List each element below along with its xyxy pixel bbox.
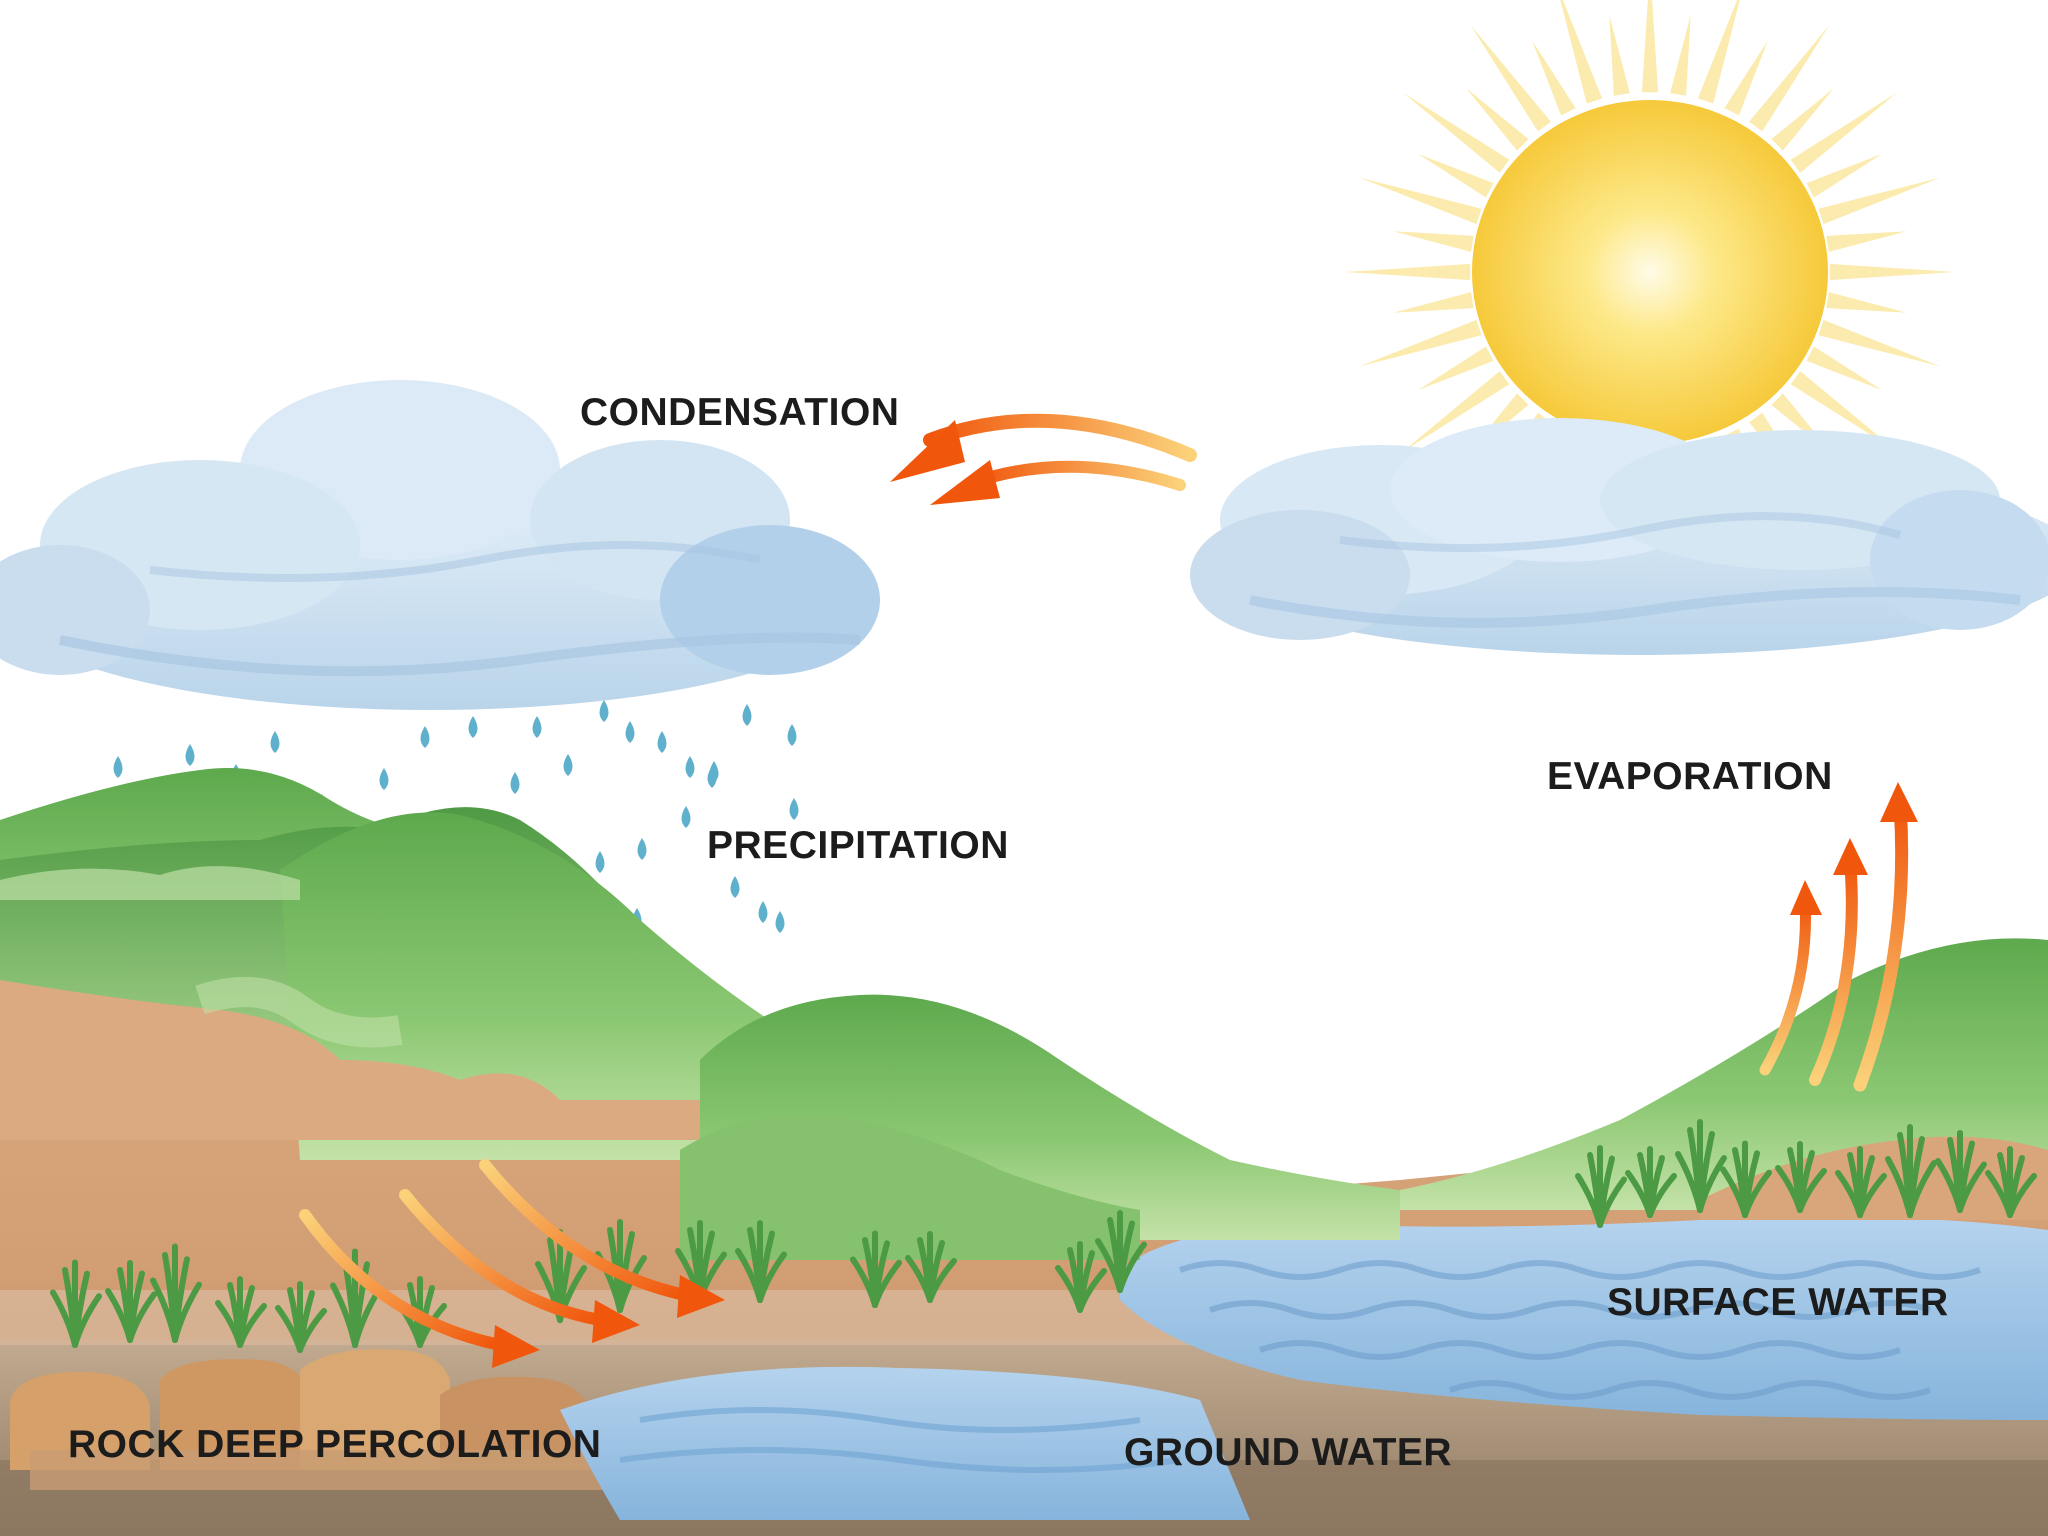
rocks	[10, 1349, 620, 1490]
label-evaporation: EVAPORATION	[1547, 755, 1833, 798]
label-surface-water: SURFACE WATER	[1607, 1281, 1949, 1324]
label-condensation: CONDENSATION	[580, 391, 900, 434]
condensation-arrows-icon	[890, 413, 1197, 505]
grass-tufts	[50, 1119, 2037, 1353]
label-ground-water: GROUND WATER	[1124, 1431, 1453, 1474]
surface-water-lake	[1120, 1216, 2048, 1420]
percolation-arrows-icon	[299, 1159, 725, 1368]
label-rock-deep-percolation: ROCK DEEP PERCOLATION	[68, 1423, 602, 1466]
cloud-left-icon	[0, 380, 880, 710]
middle-hill	[680, 994, 1400, 1260]
ground-water-pool	[560, 1366, 1250, 1520]
cloud-right-icon	[1190, 418, 2048, 655]
evaporation-arrows-icon	[1759, 782, 1918, 1092]
label-precipitation: PRECIPITATION	[707, 824, 1009, 867]
